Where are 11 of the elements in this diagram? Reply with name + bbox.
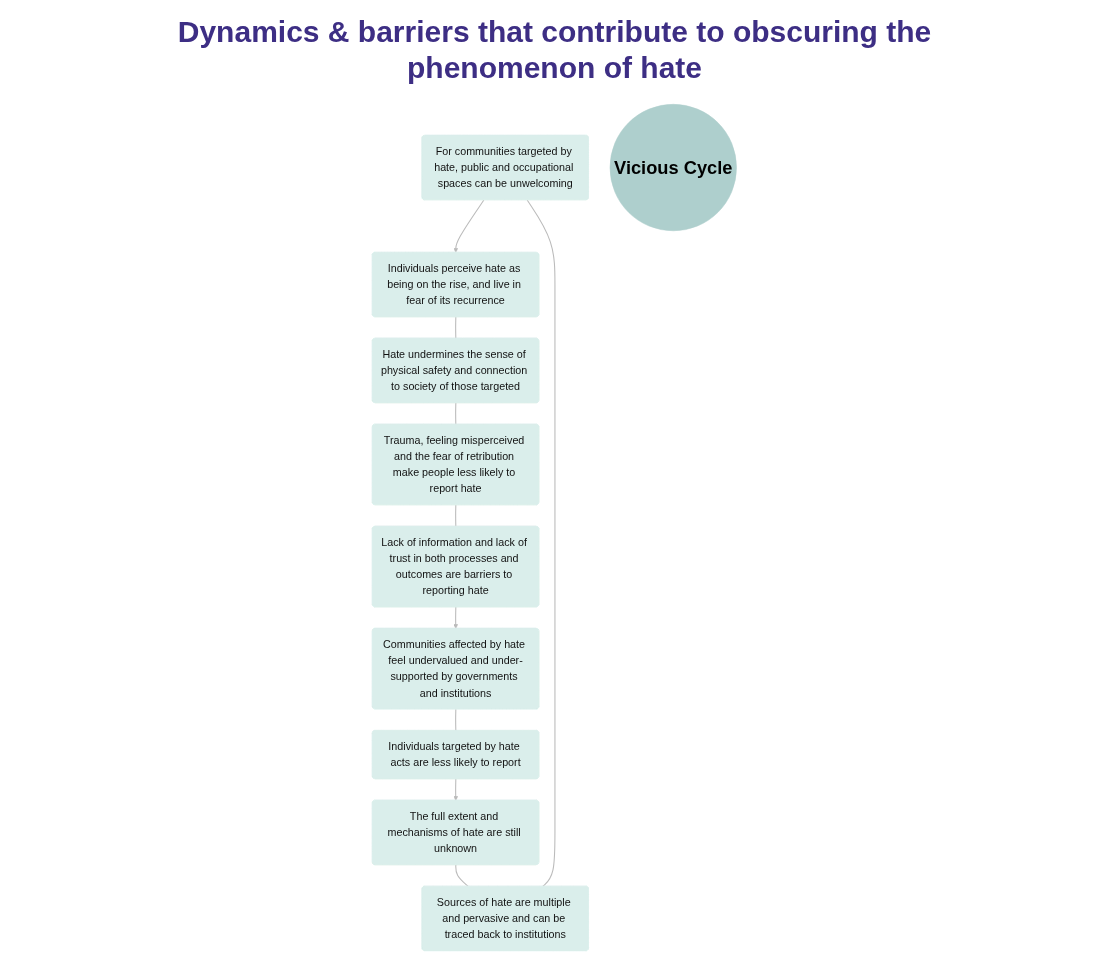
connector — [455, 316, 457, 340]
connector — [455, 504, 457, 528]
connector — [455, 864, 469, 887]
arrow — [453, 199, 485, 253]
diagram-title: Dynamics & barriers that contribute to obscuring the phenomenon of hate — [176, 14, 933, 86]
arrow — [453, 778, 459, 801]
arrow — [453, 606, 459, 629]
connector — [455, 708, 457, 732]
node-circle: Vicious Cycle — [609, 104, 737, 232]
connector — [455, 402, 457, 426]
connector — [526, 199, 556, 887]
